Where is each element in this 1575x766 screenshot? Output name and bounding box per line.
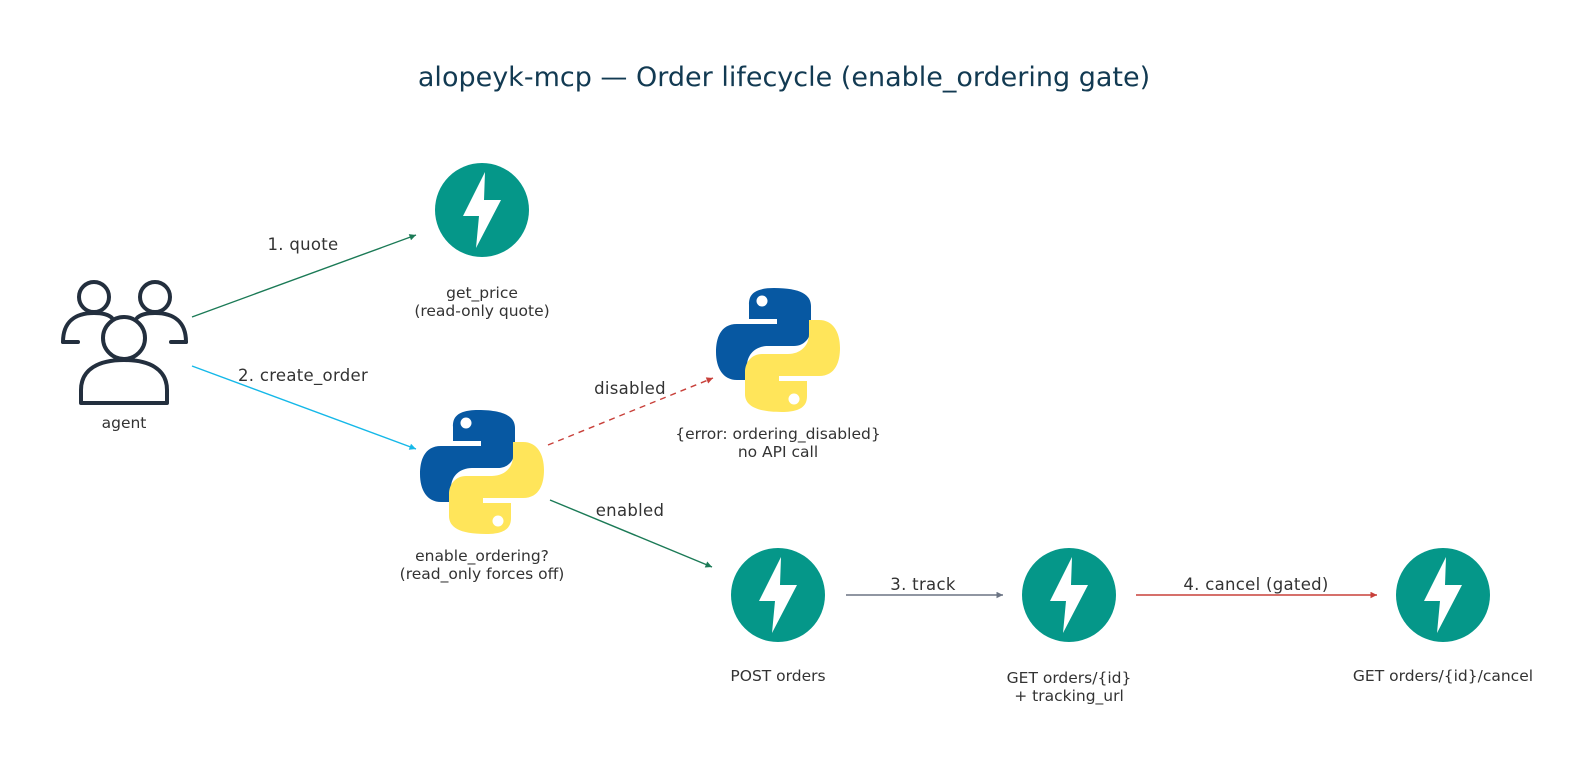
- fastapi-bolt-icon: [435, 163, 529, 257]
- node-get-orders-sublabel: + tracking_url: [1014, 687, 1124, 706]
- edge-disabled: disabled: [547, 377, 714, 446]
- edge-enabled-line: [549, 499, 713, 568]
- node-get-price-label: get_price: [446, 284, 518, 303]
- edge-track: 3. track: [846, 575, 1003, 599]
- python-icon: [716, 288, 840, 412]
- fastapi-bolt-icon: [1396, 548, 1490, 642]
- node-agent-label: agent: [102, 414, 147, 432]
- node-gate-sublabel: (read_only forces off): [400, 565, 565, 584]
- edge-quote-line: [191, 234, 417, 318]
- node-cancel: GET orders/{id}/cancel: [1353, 548, 1533, 685]
- fastapi-bolt-icon: [731, 548, 825, 642]
- edge-track-label: 3. track: [890, 575, 956, 594]
- edge-disabled-label: disabled: [594, 379, 666, 398]
- node-agent: agent: [61, 280, 188, 432]
- python-icon: [420, 410, 544, 534]
- node-get-orders-label: GET orders/{id}: [1007, 669, 1132, 687]
- edge-cancel-label: 4. cancel (gated): [1183, 575, 1328, 594]
- node-post-orders: POST orders: [730, 548, 826, 685]
- node-get-price: get_price (read-only quote): [414, 163, 550, 320]
- node-gate-label: enable_ordering?: [415, 547, 549, 566]
- node-error: {error: ordering_disabled} no API call: [675, 288, 881, 461]
- node-cancel-label: GET orders/{id}/cancel: [1353, 667, 1533, 685]
- edge-disabled-line: [547, 377, 714, 446]
- edge-enabled: enabled: [549, 499, 713, 568]
- node-gate: enable_ordering? (read_only forces off): [400, 410, 565, 584]
- edge-create-order-line: [191, 365, 417, 450]
- node-error-label: {error: ordering_disabled}: [675, 425, 880, 444]
- diagram-title: alopeyk-mcp — Order lifecycle (enable_or…: [418, 62, 1150, 93]
- edge-quote: 1. quote: [191, 234, 417, 318]
- node-get-price-sublabel: (read-only quote): [414, 302, 549, 320]
- node-get-orders: GET orders/{id} + tracking_url: [1007, 548, 1132, 706]
- edge-cancel: 4. cancel (gated): [1136, 575, 1377, 599]
- edge-create-order: 2. create_order: [191, 365, 417, 450]
- node-post-orders-label: POST orders: [730, 667, 825, 685]
- fastapi-bolt-icon: [1022, 548, 1116, 642]
- edge-quote-label: 1. quote: [267, 235, 338, 254]
- edge-enabled-label: enabled: [596, 501, 665, 520]
- edge-create-order-label: 2. create_order: [238, 366, 368, 386]
- node-error-sublabel: no API call: [738, 443, 818, 461]
- users-icon: [61, 280, 188, 405]
